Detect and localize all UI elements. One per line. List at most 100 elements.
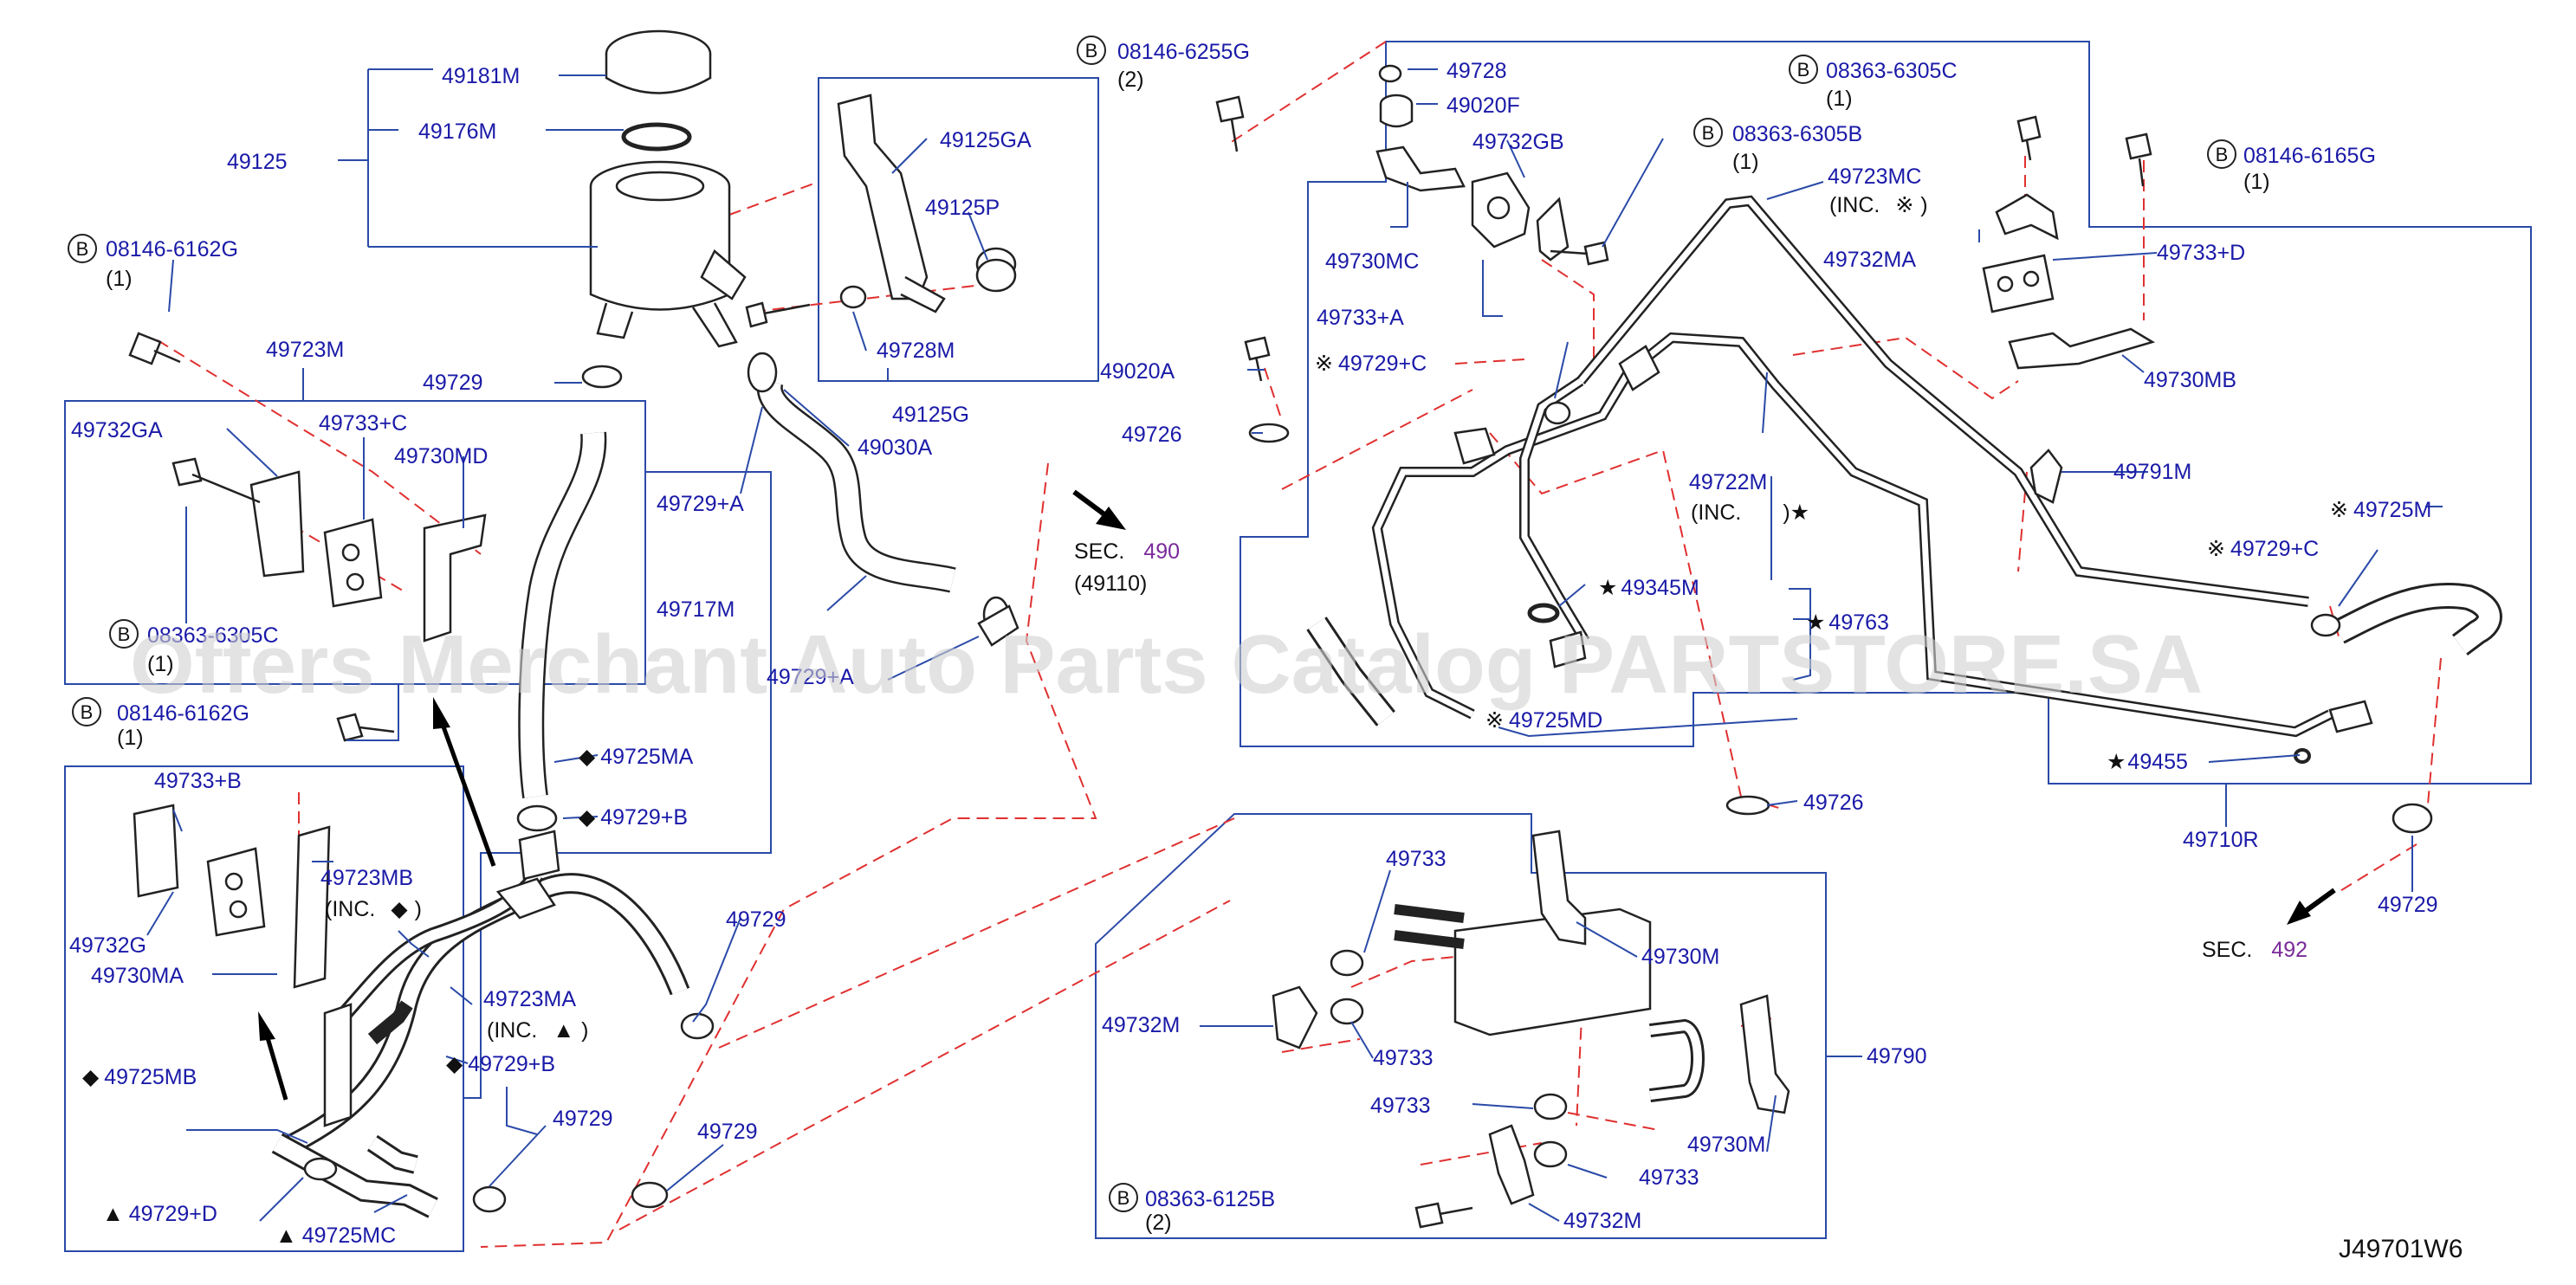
- label-bolt-b1-qty: (1): [106, 267, 133, 291]
- washer: [1378, 64, 1402, 83]
- label-bolt-b3: 08146-6162G: [117, 701, 249, 726]
- bolt-callout-b6: B: [1789, 55, 1818, 84]
- label-49730MB: 49730MB: [2144, 368, 2236, 392]
- reservoir-bracket-box: [818, 77, 1099, 382]
- leader-lines: [146, 68, 2443, 1222]
- lower-left-clamp-box: [64, 765, 464, 1252]
- label-bolt-b7: 08146-6165G: [2243, 144, 2376, 168]
- bracket: [423, 513, 487, 642]
- label-49732M-2: 49732M: [1563, 1209, 1641, 1233]
- reservoir-seal: [621, 122, 692, 152]
- label-49030A: 49030A: [858, 436, 933, 460]
- clamp: [495, 877, 556, 920]
- label-49723MA-inc: (INC.▲): [487, 1018, 588, 1043]
- fitting: [1549, 630, 1587, 668]
- label-49125: 49125: [227, 150, 288, 174]
- washer: [1248, 423, 1290, 443]
- label-49125GA: 49125GA: [940, 128, 1032, 152]
- svg-text:B: B: [2216, 144, 2229, 165]
- bolt: [2016, 115, 2042, 161]
- label-49725MC: ▲49725MC: [275, 1224, 396, 1248]
- label-49732G: 49732G: [69, 933, 146, 958]
- svg-text:B: B: [76, 238, 89, 260]
- hose-clamp: [303, 1157, 338, 1181]
- parts-art: [128, 29, 2502, 1229]
- label-49723MC-inc: (INC.※): [1829, 193, 1928, 217]
- label-49710R: 49710R: [2183, 828, 2259, 852]
- label-49729-d: 49729: [697, 1120, 758, 1144]
- bracket: [1375, 145, 1466, 192]
- label-49723M: 49723M: [266, 338, 344, 362]
- cooler-box: [1095, 813, 1827, 1239]
- grommet: [1379, 94, 1414, 128]
- cooler-clamps: [1272, 830, 1790, 1205]
- label-49729B-2: ◆49729+B: [446, 1052, 555, 1076]
- label-bolt-b3-qty: (1): [117, 726, 144, 750]
- reservoir-bracket: [837, 94, 946, 313]
- svg-text:B: B: [1702, 122, 1715, 144]
- bolt-callout-b5: B: [1693, 118, 1723, 147]
- label-49722M-inc: (INC.)★: [1691, 500, 1809, 525]
- svg-text:B: B: [81, 701, 94, 723]
- label-49726-2: 49726: [1803, 791, 1864, 815]
- label-49729B: ◆49729+B: [579, 805, 688, 830]
- label-49729A: 49729+A: [657, 492, 744, 516]
- bolt-callout-markers: B B B B B B B B: [68, 36, 2236, 1212]
- label-49790: 49790: [1867, 1044, 1927, 1069]
- svg-text:B: B: [118, 623, 131, 645]
- bracket: [1536, 197, 1570, 262]
- fitting: [977, 604, 1019, 647]
- label-bolt-b5: 08363-6305B: [1732, 122, 1862, 146]
- label-49729C: ※49729+C: [1315, 352, 1427, 376]
- clamp: [249, 470, 305, 578]
- label-49730MA: 49730MA: [91, 964, 184, 988]
- label-49725MA: ◆49725MA: [579, 745, 694, 769]
- label-49732MA: 49732MA: [1823, 248, 1916, 272]
- bolt: [336, 713, 395, 742]
- label-49729-c: 49729: [553, 1107, 613, 1131]
- bolt: [1244, 336, 1271, 382]
- o-ring: [1527, 603, 1560, 623]
- bracket: [2008, 327, 2156, 370]
- cooler-grommets: [1330, 949, 1568, 1168]
- clamp: [1471, 171, 1531, 249]
- label-49725MD: ※49725MD: [1485, 708, 1602, 733]
- bolt-callout-b3: B: [72, 697, 101, 726]
- label-49730M-1: 49730M: [1641, 945, 1719, 969]
- diagram-code: J49701W6: [2339, 1235, 2463, 1263]
- watermark: Offers Merchant Auto Parts Catalog PARTS…: [130, 618, 2203, 711]
- bolt: [1414, 1202, 1473, 1229]
- label-49732GB: 49732GB: [1472, 130, 1564, 154]
- label-49728M: 49728M: [877, 339, 955, 363]
- hose-clamp: [2310, 613, 2341, 637]
- label-49729A-2: 49729+A: [767, 665, 854, 689]
- label-49726: 49726: [1122, 423, 1182, 447]
- label-49730M-2: 49730M: [1687, 1133, 1765, 1157]
- label-49181M: 49181M: [442, 64, 520, 88]
- hose-clamp: [516, 804, 558, 832]
- label-49730MD: 49730MD: [394, 444, 488, 468]
- left-clamp-box: [64, 400, 646, 685]
- hose-clamp: [680, 1012, 715, 1040]
- label-49729-e: 49729: [2378, 893, 2438, 917]
- upper-right-hose-box: [1239, 41, 2532, 785]
- label-49733D: 49733+D: [2157, 241, 2245, 265]
- label-49791M: 49791M: [2113, 460, 2191, 484]
- bolt: [1550, 241, 1609, 266]
- label-49728: 49728: [1447, 59, 1507, 83]
- label-49733C: 49733+C: [319, 411, 407, 436]
- hose-clamp: [472, 1185, 507, 1213]
- part-labels: 49181M 49176M 49125 08146-6162G (1) 4972…: [69, 40, 2438, 1248]
- label-49733-2: 49733: [1373, 1046, 1434, 1070]
- label-bolt-b6: 08363-6305C: [1826, 59, 1958, 83]
- label-49733A: 49733+A: [1317, 306, 1404, 330]
- bolt-callout-b1: B: [68, 234, 97, 263]
- bolt: [2125, 132, 2152, 187]
- grommet: [975, 247, 1017, 293]
- label-49723MC: 49723MC: [1828, 165, 1921, 189]
- label-bolt-b2-qty: (1): [147, 652, 174, 676]
- pipe-outline: [463, 471, 772, 1099]
- label-49125P: 49125P: [925, 196, 1000, 220]
- label-bolt-b5-qty: (1): [1732, 150, 1759, 174]
